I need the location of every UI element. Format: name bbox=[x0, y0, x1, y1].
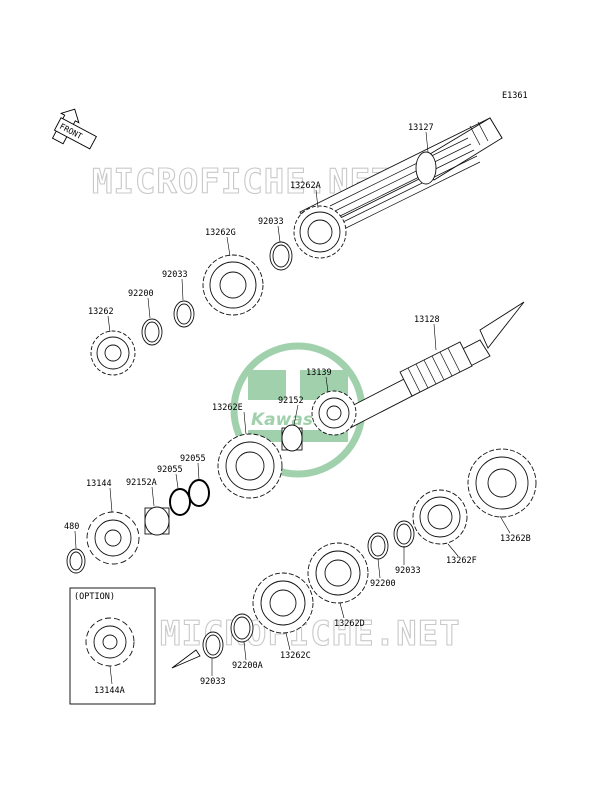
sprocket-13144 bbox=[86, 511, 140, 565]
label-13262G: 13262G bbox=[205, 228, 236, 238]
label-13144A: 13144A bbox=[94, 686, 125, 696]
axis-arrow-icon bbox=[171, 649, 201, 669]
label-92152: 92152 bbox=[278, 396, 304, 406]
label-92033-a: 92033 bbox=[258, 217, 284, 227]
circlip-92200-b bbox=[367, 532, 389, 560]
label-92200A: 92200A bbox=[232, 661, 263, 671]
washer-92033-a bbox=[269, 241, 293, 271]
washer-92033-c bbox=[393, 520, 415, 548]
gear-13262E bbox=[217, 433, 283, 499]
circlip-480 bbox=[66, 548, 86, 574]
gear-13139 bbox=[311, 390, 357, 436]
label-480: 480 bbox=[64, 522, 79, 532]
label-13127: 13127 bbox=[408, 123, 434, 133]
label-13262B: 13262B bbox=[500, 534, 531, 544]
label-13262F: 13262F bbox=[446, 556, 477, 566]
label-92033-d: 92033 bbox=[200, 677, 226, 687]
washer-92033-d bbox=[202, 631, 224, 659]
diagram-code: E1361 bbox=[502, 91, 528, 101]
collar-92152A bbox=[144, 506, 170, 536]
circlip-92200A bbox=[230, 613, 254, 643]
label-13262A: 13262A bbox=[290, 181, 321, 191]
gear-13262A bbox=[293, 205, 347, 259]
label-92055-a: 92055 bbox=[180, 454, 206, 464]
label-13262E: 13262E bbox=[212, 403, 243, 413]
label-13128: 13128 bbox=[414, 315, 440, 325]
label-13144: 13144 bbox=[86, 479, 112, 489]
label-92152A: 92152A bbox=[126, 478, 157, 488]
shaft-13128 bbox=[339, 301, 525, 429]
gear-13262B bbox=[467, 448, 537, 518]
option-box: (OPTION) bbox=[69, 587, 156, 705]
gear-13262G bbox=[202, 254, 264, 316]
label-13262D: 13262D bbox=[334, 619, 365, 629]
gear-13262 bbox=[90, 330, 136, 376]
gear-13262F bbox=[412, 489, 468, 545]
label-13139: 13139 bbox=[306, 368, 332, 378]
label-13262: 13262 bbox=[88, 307, 114, 317]
circlip-92200-a bbox=[141, 318, 163, 346]
washer-92033-b bbox=[173, 300, 195, 328]
label-92033-b: 92033 bbox=[162, 270, 188, 280]
label-92200-a: 92200 bbox=[128, 289, 154, 299]
option-label: (OPTION) bbox=[74, 592, 115, 602]
label-92033-c: 92033 bbox=[395, 566, 421, 576]
gear-13262C bbox=[252, 572, 314, 634]
front-arrow-icon: FRONT bbox=[51, 108, 97, 150]
oring-92055-b bbox=[169, 488, 191, 516]
label-13262C: 13262C bbox=[280, 651, 311, 661]
gear-13262D bbox=[307, 542, 369, 604]
label-92055-b: 92055 bbox=[157, 465, 183, 475]
bushing-92152 bbox=[281, 424, 303, 452]
oring-92055-a bbox=[188, 479, 210, 507]
leader-lines bbox=[74, 131, 511, 685]
label-92200-b: 92200 bbox=[370, 579, 396, 589]
